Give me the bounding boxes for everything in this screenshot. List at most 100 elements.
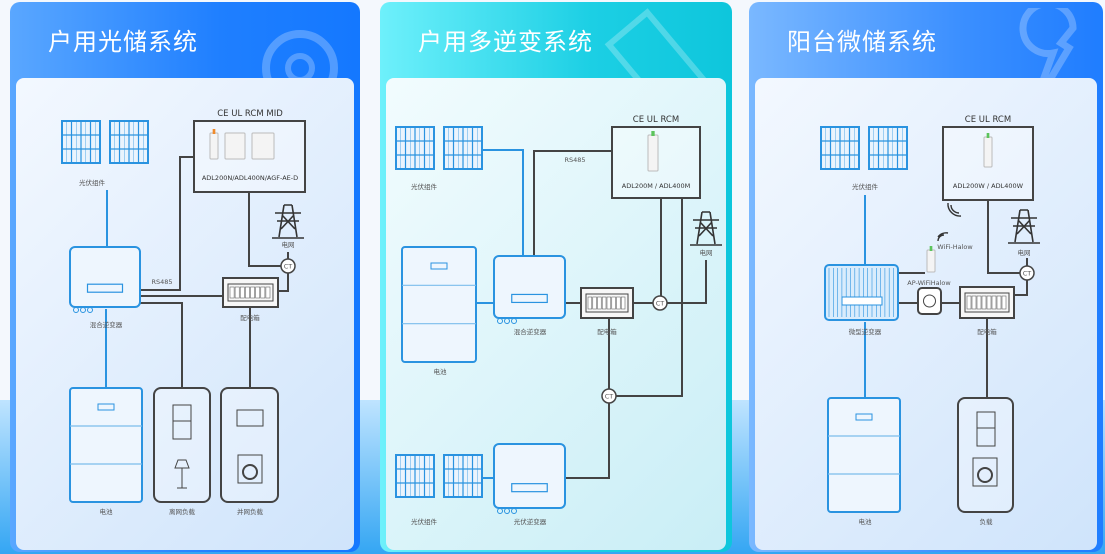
meter-device-icon (926, 249, 936, 273)
breaker-switch (260, 286, 266, 299)
card-title: 阳台微储系统 (787, 28, 937, 56)
battery-icon (401, 246, 477, 363)
breaker-switch (601, 296, 607, 310)
inverter-port (511, 318, 517, 324)
inverter-body (493, 255, 566, 319)
socket-face (923, 294, 936, 308)
breaker-switch (234, 286, 240, 299)
meter-terminal (651, 131, 655, 136)
breaker-switch (592, 296, 597, 310)
battery-indicator (97, 403, 115, 411)
meter-device-icon (647, 134, 659, 172)
label-pv: 光伏组件 (852, 182, 879, 191)
label-inverter: 混合逆变器 (514, 327, 547, 336)
breaker-switch (229, 286, 235, 299)
wifi-icon (937, 232, 949, 242)
connection-line (140, 156, 194, 291)
label-distribution-box: 配电箱 (240, 313, 260, 322)
micro-inverter-body (824, 264, 899, 321)
breaker-switch (616, 296, 621, 310)
inverter-port (511, 508, 517, 514)
breaker-switch (587, 296, 593, 310)
solar-panel-icon (395, 454, 435, 498)
meter-certs: CE UL RCM (633, 115, 679, 125)
breaker-switch (255, 286, 261, 299)
card-title: 户用多逆变系统 (418, 28, 593, 56)
ct-sensor-icon (601, 388, 617, 404)
connection-line (565, 403, 610, 479)
breaker-switch (966, 295, 972, 310)
battery-icon (69, 387, 143, 503)
load-box (957, 397, 1014, 513)
connection-line (140, 302, 183, 388)
connection-line (483, 149, 524, 256)
label-pv: 光伏组件 (411, 182, 438, 191)
breaker-switch (245, 286, 250, 299)
connection-line (278, 273, 289, 292)
tv-icon (236, 409, 264, 427)
label-pv-inverter: 光伏逆变器 (514, 517, 547, 526)
label-battery: 电池 (100, 507, 114, 516)
inverter-display (86, 283, 124, 293)
meter-model: ADL200W / ADL400W (953, 182, 1024, 190)
breaker-switch (1001, 295, 1007, 310)
inverter-body (69, 246, 141, 308)
label-battery: 电池 (859, 517, 873, 526)
meter-device-icon (251, 132, 275, 160)
solar-panel-icon (820, 126, 860, 170)
power-tower-icon (272, 204, 304, 239)
breaker-switch (996, 295, 1002, 310)
label-pv: 光伏组件 (79, 178, 106, 187)
label-distribution-box: 配电箱 (977, 327, 997, 336)
solar-panel-icon (109, 120, 149, 164)
ct-label: CT (1023, 270, 1032, 278)
battery-body (401, 246, 477, 363)
label-wifi: WiFi-Halow (937, 243, 973, 251)
label-micro-inverter: 微型逆变器 (849, 327, 882, 336)
distribution-box-icon (959, 286, 1015, 319)
label-rs485: RS485 (151, 278, 172, 286)
battery-indicator (430, 262, 448, 270)
wrench-icon (1019, 8, 1077, 108)
fridge-icon (976, 411, 996, 447)
ct-sensor-icon (652, 295, 668, 311)
connection-line (533, 150, 612, 256)
tower-lines (690, 211, 722, 246)
label-ap-wifi: AP-WiFiHalow (907, 279, 951, 287)
power-tower-icon (690, 211, 722, 246)
breaker-switch (981, 295, 987, 310)
inverter-port (504, 508, 510, 514)
battery-icon (827, 397, 901, 513)
inverter-display (511, 483, 548, 493)
battery-body (827, 397, 901, 513)
label-grid: 电网 (700, 248, 713, 257)
box-inner (964, 292, 1010, 313)
breaker-switch (611, 296, 616, 310)
connection-line (248, 192, 281, 267)
micro-inverter-icon (824, 264, 899, 321)
lamp-icon (174, 459, 190, 489)
connection-line (667, 260, 707, 304)
inverter-icon (69, 246, 141, 313)
inverter-port (497, 508, 503, 514)
label-load: 负载 (980, 517, 994, 526)
ct-label: CT (284, 263, 293, 271)
meter-device-icon (983, 136, 993, 168)
meter-model: ADL200M / ADL400M (622, 182, 691, 190)
inverter-port (504, 318, 510, 324)
label-grid: 电网 (1018, 248, 1031, 257)
label-inverter: 混合逆变器 (90, 320, 123, 329)
box-inner (585, 293, 629, 313)
breaker-switch (606, 296, 612, 310)
fridge-icon (172, 404, 192, 440)
breaker-switch (597, 296, 602, 310)
box-inner (227, 283, 274, 302)
washer-drum (242, 464, 258, 480)
card-title: 户用光储系统 (48, 28, 198, 56)
inverter-icon (493, 255, 566, 324)
battery-body (69, 387, 143, 503)
ct-sensor-icon (280, 258, 296, 274)
inverter-port (497, 318, 503, 324)
load-box (220, 387, 279, 503)
inverter-icon (493, 443, 566, 514)
